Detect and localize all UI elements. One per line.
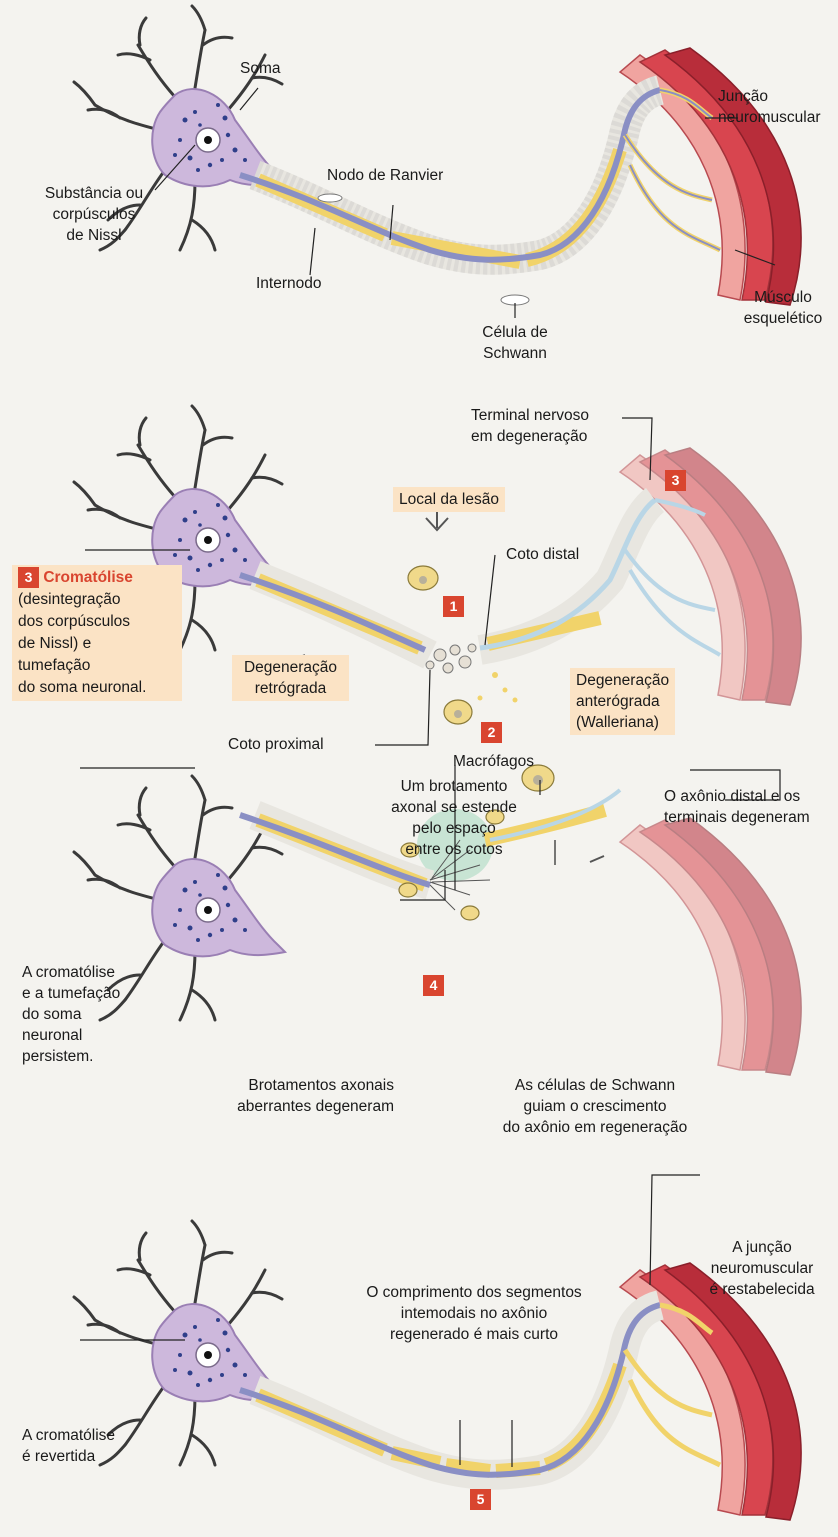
label-schwann-guide: As células de Schwann guiam o cresciment… (492, 1075, 698, 1138)
panel-lesion (74, 406, 801, 795)
label-aberrant: Brotamentos axonais aberrantes degeneram (206, 1075, 394, 1117)
label-terminal-degen: Terminal nervoso em degeneração (471, 405, 589, 447)
label-persist: A cromatólise e a tumefação do soma neur… (22, 962, 120, 1067)
label-distal-degenerate: O axônio distal e os terminais degeneram (664, 786, 810, 828)
label-reverted: A cromatólise é revertida (22, 1425, 115, 1467)
label-muscle: Músculo esquelético (735, 287, 831, 329)
panel-normal-neuron (74, 6, 801, 318)
label-lesion: Local da lesão (393, 487, 505, 512)
label-ranvier: Nodo de Ranvier (327, 165, 443, 186)
label-distal-stump: Coto distal (506, 544, 579, 565)
label-soma: Soma (240, 58, 281, 79)
label-retrograde: Degeneração retrógrada (232, 655, 349, 701)
badge-1-lesion: 1 (443, 596, 464, 617)
label-junction: Junção neuromuscular (718, 86, 821, 128)
label-proximal-stump: Coto proximal (228, 734, 324, 755)
badge-3-terminal: 3 (665, 470, 686, 491)
badge-3-chromatolysis: 3 (18, 567, 39, 588)
label-macrophages: Macrófagos (453, 751, 534, 772)
badge-4-sprout: 4 (423, 975, 444, 996)
badge-5-regen: 5 (470, 1489, 491, 1510)
label-schwann: Célula de Schwann (465, 322, 565, 364)
chromatolysis-box: 3 Cromatólise (desintegração dos corpúsc… (12, 565, 182, 701)
label-segments-shorter: O comprimento dos segmentos intemodais n… (352, 1282, 596, 1345)
label-nissl: Substância ou corpúsculos de Nissl (36, 183, 152, 246)
label-internode: Internodo (256, 273, 322, 294)
label-anterograde: Degeneração anterógrada (Walleriana) (570, 668, 675, 735)
panel-regeneration (74, 1175, 801, 1520)
badge-2-macrophage: 2 (481, 722, 502, 743)
label-junction-restored: A junção neuromuscular é restabelecida (708, 1237, 816, 1300)
label-sprout: Um brotamento axonal se estende pelo esp… (388, 776, 520, 860)
